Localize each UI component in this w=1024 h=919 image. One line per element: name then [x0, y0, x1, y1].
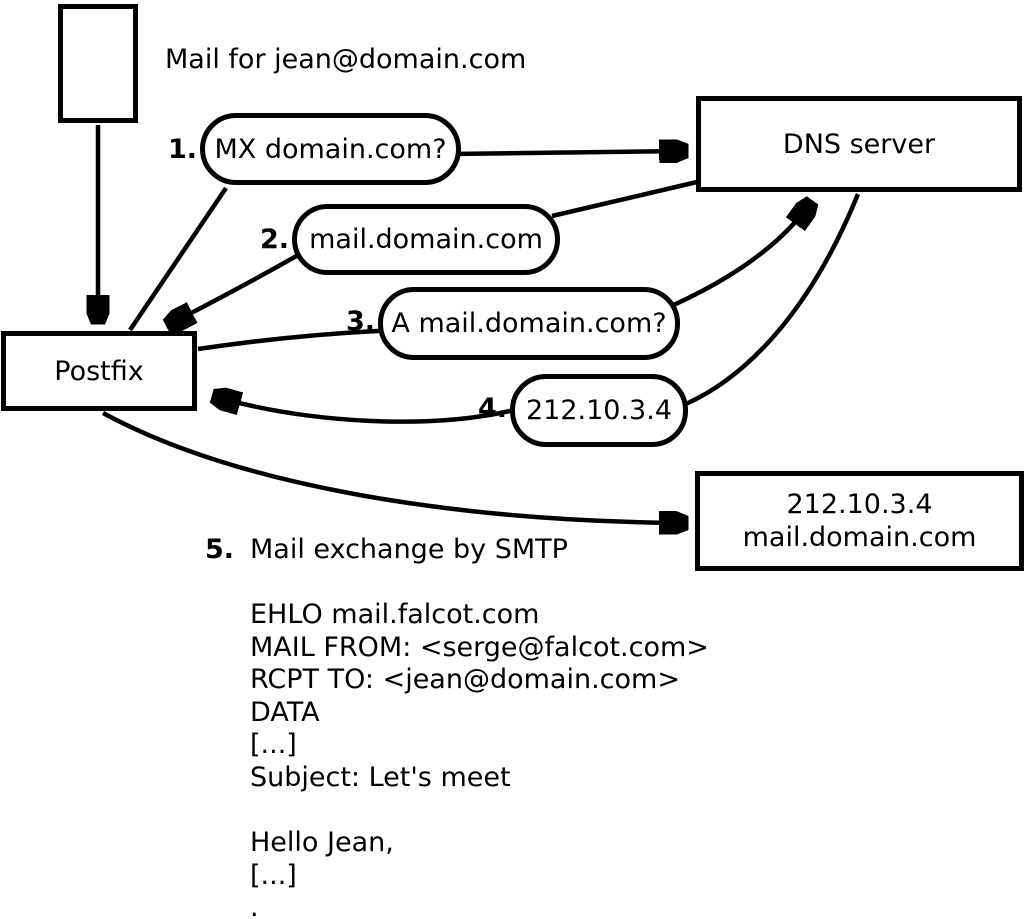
postfix-node: Postfix	[1, 331, 197, 411]
smtp-line: Subject: Let's meet	[250, 761, 511, 793]
mail-server-hostname: mail.domain.com	[742, 522, 977, 553]
smtp-line: Hello Jean,	[250, 827, 394, 859]
step-5-number: 5.	[205, 534, 235, 565]
smtp-line: DATA	[250, 696, 320, 728]
step-1-number: 1.	[167, 134, 197, 165]
line-postfix-to-query1	[128, 186, 228, 332]
answer-mx-pill: mail.domain.com	[292, 204, 560, 275]
mail-message-box	[58, 4, 138, 123]
line-postfix-to-query3	[197, 327, 399, 352]
step-2-number: 2.	[259, 224, 289, 255]
answer-a-pill: 212.10.3.4	[510, 374, 688, 447]
smtp-line: .	[250, 892, 259, 919]
step-3-number: 3.	[345, 306, 375, 337]
smtp-line: [...]	[250, 859, 297, 891]
arrow-query1-to-dns	[449, 151, 684, 154]
smtp-line-blank	[250, 795, 709, 828]
dns-server-node: DNS server	[696, 96, 1022, 192]
postfix-label: Postfix	[54, 355, 144, 387]
step-5-caption: 5. Mail exchange by SMTP	[205, 534, 568, 566]
arrow-query3-to-dns	[659, 204, 810, 314]
mail-server-ip: 212.10.3.4	[786, 489, 933, 520]
query-a-pill: A mail.domain.com?	[378, 287, 680, 360]
step-5-label: Mail exchange by SMTP	[250, 534, 568, 565]
dns-server-label: DNS server	[782, 128, 936, 160]
smtp-line: MAIL FROM: <serge@falcot.com>	[250, 631, 709, 663]
arrow-answer2-to-postfix	[170, 252, 302, 324]
query-mx-text: MX domain.com?	[214, 133, 447, 165]
smtp-line: RCPT TO: <jean@domain.com>	[250, 664, 680, 696]
line-dns-to-answer2	[551, 179, 698, 219]
mail-server-node: 212.10.3.4 mail.domain.com	[695, 471, 1024, 571]
answer-a-text: 212.10.3.4	[526, 395, 672, 426]
query-mx-pill: MX domain.com?	[200, 113, 461, 185]
smtp-line: EHLO mail.falcot.com	[250, 599, 540, 630]
smtp-line: [...]	[250, 729, 297, 761]
step-4-number: 4.	[477, 393, 507, 424]
query-a-text: A mail.domain.com?	[391, 308, 667, 339]
arrow-smtp-to-mailserver	[101, 411, 684, 523]
answer-mx-text: mail.domain.com	[309, 224, 543, 255]
mail-for-label: Mail for jean@domain.com	[165, 44, 527, 75]
smtp-session-transcript: EHLO mail.falcot.com MAIL FROM: <serge@f…	[250, 599, 709, 919]
